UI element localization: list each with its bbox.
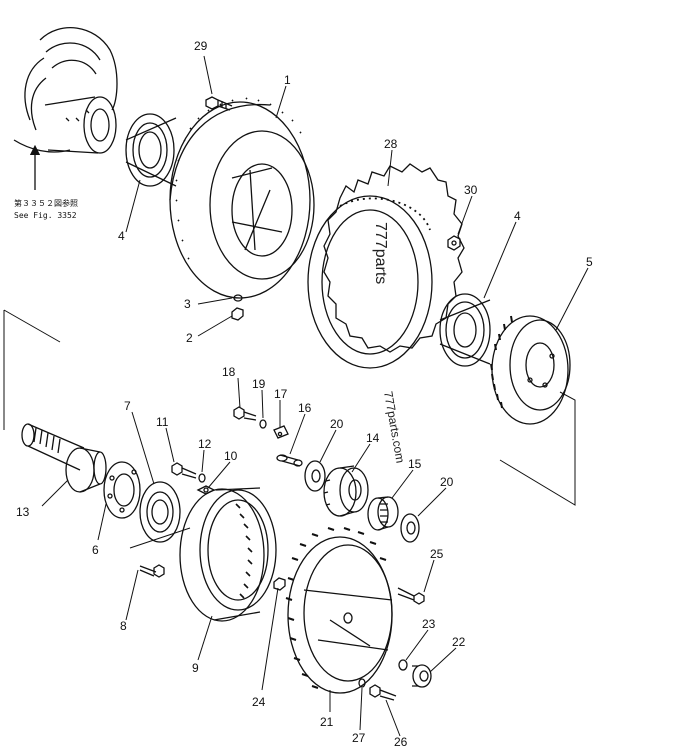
callout-27: 27 xyxy=(352,731,366,745)
lock-10 xyxy=(196,485,216,495)
bearing-4-lower xyxy=(439,293,491,367)
bolt-8 xyxy=(139,564,165,578)
callout-20-upper: 20 xyxy=(330,417,344,431)
callout-18: 18 xyxy=(222,365,236,379)
callout-12: 12 xyxy=(198,437,212,451)
callout-9: 9 xyxy=(192,661,199,675)
leader-lines xyxy=(41,55,589,737)
carrier-21 xyxy=(285,527,393,694)
callout-28: 28 xyxy=(384,137,398,151)
callout-20-lower: 20 xyxy=(440,475,454,489)
bearing-4-upper xyxy=(125,113,177,187)
bolt-26 xyxy=(369,684,397,701)
nut-30 xyxy=(447,235,461,251)
callout-3: 3 xyxy=(184,297,191,311)
callout-17: 17 xyxy=(274,387,288,401)
callout-2: 2 xyxy=(186,331,193,345)
callout-21: 21 xyxy=(320,715,334,729)
callout-8: 8 xyxy=(120,619,127,633)
ring-gear-9 xyxy=(179,487,277,622)
callout-23: 23 xyxy=(422,617,436,631)
bearing-7 xyxy=(139,481,181,543)
reference-note-en: See Fig. 3352 xyxy=(14,211,77,220)
washer-27 xyxy=(358,678,366,688)
plug-24 xyxy=(273,577,286,591)
callout-4-upper: 4 xyxy=(118,229,125,243)
plate-6 xyxy=(103,461,141,519)
washer-20-upper xyxy=(304,460,326,492)
shaft-13 xyxy=(21,423,107,493)
callout-5: 5 xyxy=(586,255,593,269)
pin-16 xyxy=(276,454,303,467)
hub-1-bolt-holes xyxy=(175,97,302,260)
callout-1: 1 xyxy=(284,73,291,87)
callout-13: 13 xyxy=(16,505,30,519)
callout-15: 15 xyxy=(408,457,422,471)
plug-22 xyxy=(412,664,432,688)
callout-19: 19 xyxy=(252,377,266,391)
plate-17 xyxy=(273,425,289,439)
hub-1 xyxy=(169,101,315,299)
callout-26: 26 xyxy=(394,735,408,748)
bolt-18 xyxy=(233,406,257,421)
bolt-29 xyxy=(205,96,233,111)
washer-19 xyxy=(259,419,267,429)
callout-16: 16 xyxy=(298,401,312,415)
bearing-15 xyxy=(367,496,399,531)
nut-2 xyxy=(231,307,244,321)
bolt-25 xyxy=(397,587,425,605)
watermark-vertical: 777parts xyxy=(372,222,389,284)
callout-24: 24 xyxy=(252,695,266,709)
gear-5 xyxy=(490,315,571,425)
callout-14: 14 xyxy=(366,431,380,445)
callout-22: 22 xyxy=(452,635,466,649)
bracket-lines xyxy=(3,309,576,506)
washer-12 xyxy=(198,473,206,483)
callout-29: 29 xyxy=(194,39,208,53)
callout-6: 6 xyxy=(92,543,99,557)
callout-11: 11 xyxy=(156,415,169,429)
reference-hub-assembly xyxy=(13,27,118,154)
callout-7: 7 xyxy=(124,399,131,413)
callout-4-lower: 4 xyxy=(514,209,521,223)
washer-3 xyxy=(233,294,243,302)
callout-10: 10 xyxy=(224,449,238,463)
gear-14 xyxy=(323,465,369,517)
bolt-11 xyxy=(171,462,197,479)
callout-25: 25 xyxy=(430,547,444,561)
watermark-diagonal: 777parts.com xyxy=(381,390,407,464)
reference-note-jp: 第３３５２図参照 xyxy=(14,198,78,208)
washer-23 xyxy=(398,659,408,671)
callout-30: 30 xyxy=(464,183,478,197)
washer-20-lower xyxy=(400,513,420,543)
